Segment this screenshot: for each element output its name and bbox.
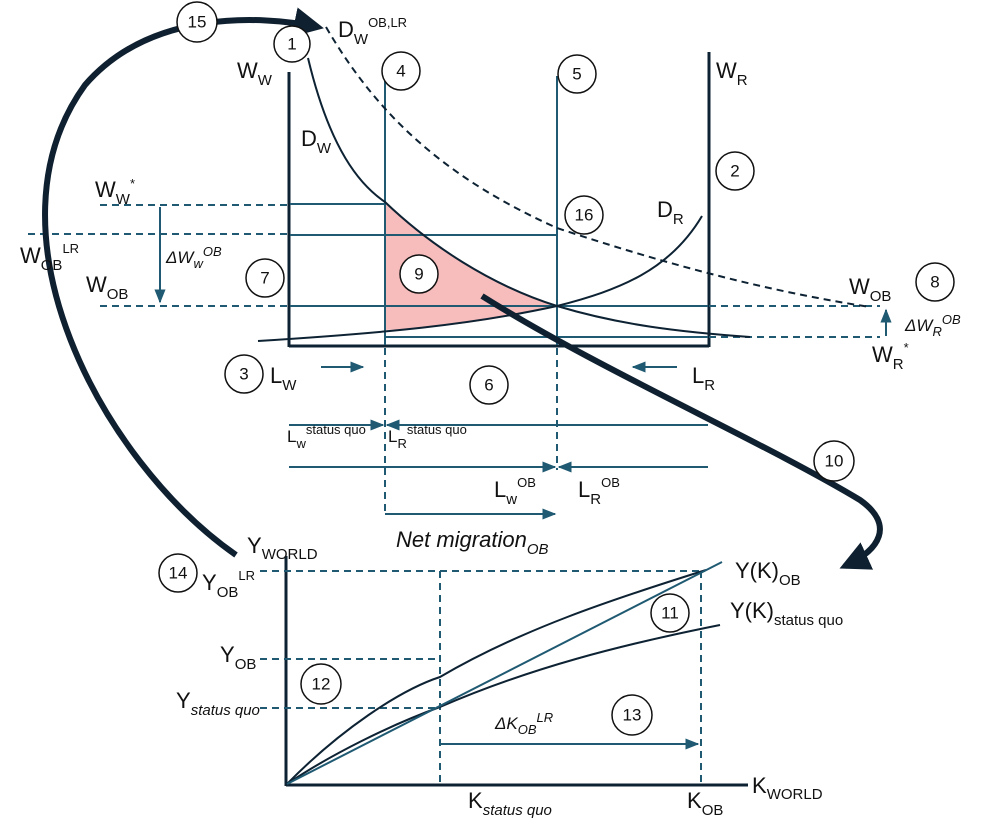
yk-ob-curve	[286, 569, 707, 785]
net-migration-label: Net migrationOB	[396, 527, 549, 558]
y-status-quo-label: Ystatus quo	[176, 688, 260, 719]
y-ob-lr-label: YOBLR	[202, 568, 255, 601]
yk-ob-label: Y(K)OB	[735, 558, 801, 589]
y-ob-label: YOB	[220, 642, 256, 673]
wr-label: WR	[716, 58, 748, 89]
labor-box	[287, 52, 711, 348]
wob-left-label: WOB	[86, 272, 128, 303]
svg-text:3: 3	[239, 365, 248, 384]
marker-3: 3	[224, 354, 264, 394]
svg-text:11: 11	[661, 604, 679, 623]
ww-label: WW	[237, 58, 273, 89]
marker-1: 1	[273, 25, 311, 63]
svg-text:9: 9	[414, 265, 423, 284]
k-world-label: KWORLD	[752, 773, 823, 803]
marker-2: 2	[715, 151, 755, 191]
k-ob-label: KOB	[687, 788, 723, 819]
arrow-15-feedback	[42, 7, 324, 558]
svg-text:6: 6	[484, 376, 493, 395]
marker-15: 15	[176, 1, 218, 43]
production-panel	[260, 556, 748, 787]
capital-ray	[286, 561, 723, 785]
svg-text:15: 15	[188, 13, 207, 32]
svg-text:8: 8	[930, 273, 939, 292]
yk-status-quo-label: Y(K)status quo	[730, 598, 843, 629]
yk-status-quo-curve	[286, 624, 721, 785]
lw-status-quo-label: Lwstatus quo	[287, 422, 366, 451]
svg-text:16: 16	[575, 206, 594, 225]
delta-k-label: ΔKOBLR	[494, 710, 553, 737]
marker-6: 6	[469, 365, 509, 405]
gain-area-9	[385, 202, 557, 330]
arrow-10-transmission	[480, 293, 883, 570]
labor-market-panel	[28, 26, 892, 520]
svg-text:1: 1	[287, 35, 296, 54]
marker-13: 13	[611, 694, 653, 736]
marker-9: 9	[399, 254, 439, 294]
y-world-label: YWORLD	[247, 533, 318, 563]
numbered-markers: 1 2 3 4 5 6 7 8 9 10 11 12 13 14 15 16	[158, 1, 955, 736]
svg-text:10: 10	[825, 452, 844, 471]
marker-4: 4	[381, 51, 421, 91]
svg-text:4: 4	[396, 62, 405, 81]
lr-status-quo-label: LRstatus quo	[388, 422, 467, 451]
marker-12: 12	[300, 663, 342, 705]
marker-7: 7	[245, 258, 285, 298]
lr-ob-label: LROB	[578, 475, 620, 508]
dw-label: DW	[301, 126, 332, 157]
ww-star-label: WW*	[95, 176, 135, 208]
wr-star-label: WR*	[872, 340, 909, 373]
svg-text:5: 5	[572, 65, 581, 84]
svg-text:2: 2	[730, 162, 739, 181]
lw-ob-label: LwOB	[494, 475, 536, 508]
delta-ww-label: ΔWwOB	[165, 244, 222, 271]
marker-16: 16	[564, 195, 604, 235]
lr-axis-label: LR	[692, 363, 715, 394]
svg-text:7: 7	[260, 269, 269, 288]
svg-text:13: 13	[623, 706, 642, 725]
dw-ob-lr-label: DWOB,LR	[338, 15, 407, 48]
marker-14: 14	[158, 553, 198, 593]
dr-curve	[257, 215, 703, 342]
lw-axis-label: LW	[270, 363, 297, 394]
dw-curve	[307, 57, 751, 338]
dr-label: DR	[657, 197, 684, 228]
marker-11: 11	[650, 593, 690, 633]
delta-wr-label: ΔWROB	[904, 312, 961, 339]
marker-8: 8	[915, 262, 955, 302]
dw-ob-lr-curve	[325, 26, 871, 308]
wob-right-label: WOB	[849, 274, 891, 305]
svg-text:14: 14	[169, 564, 188, 583]
wob-lr-label: WOBLR	[20, 241, 79, 274]
k-status-quo-label: Kstatus quo	[468, 788, 552, 819]
marker-5: 5	[557, 54, 597, 94]
svg-text:12: 12	[312, 675, 331, 694]
marker-10: 10	[813, 440, 855, 482]
